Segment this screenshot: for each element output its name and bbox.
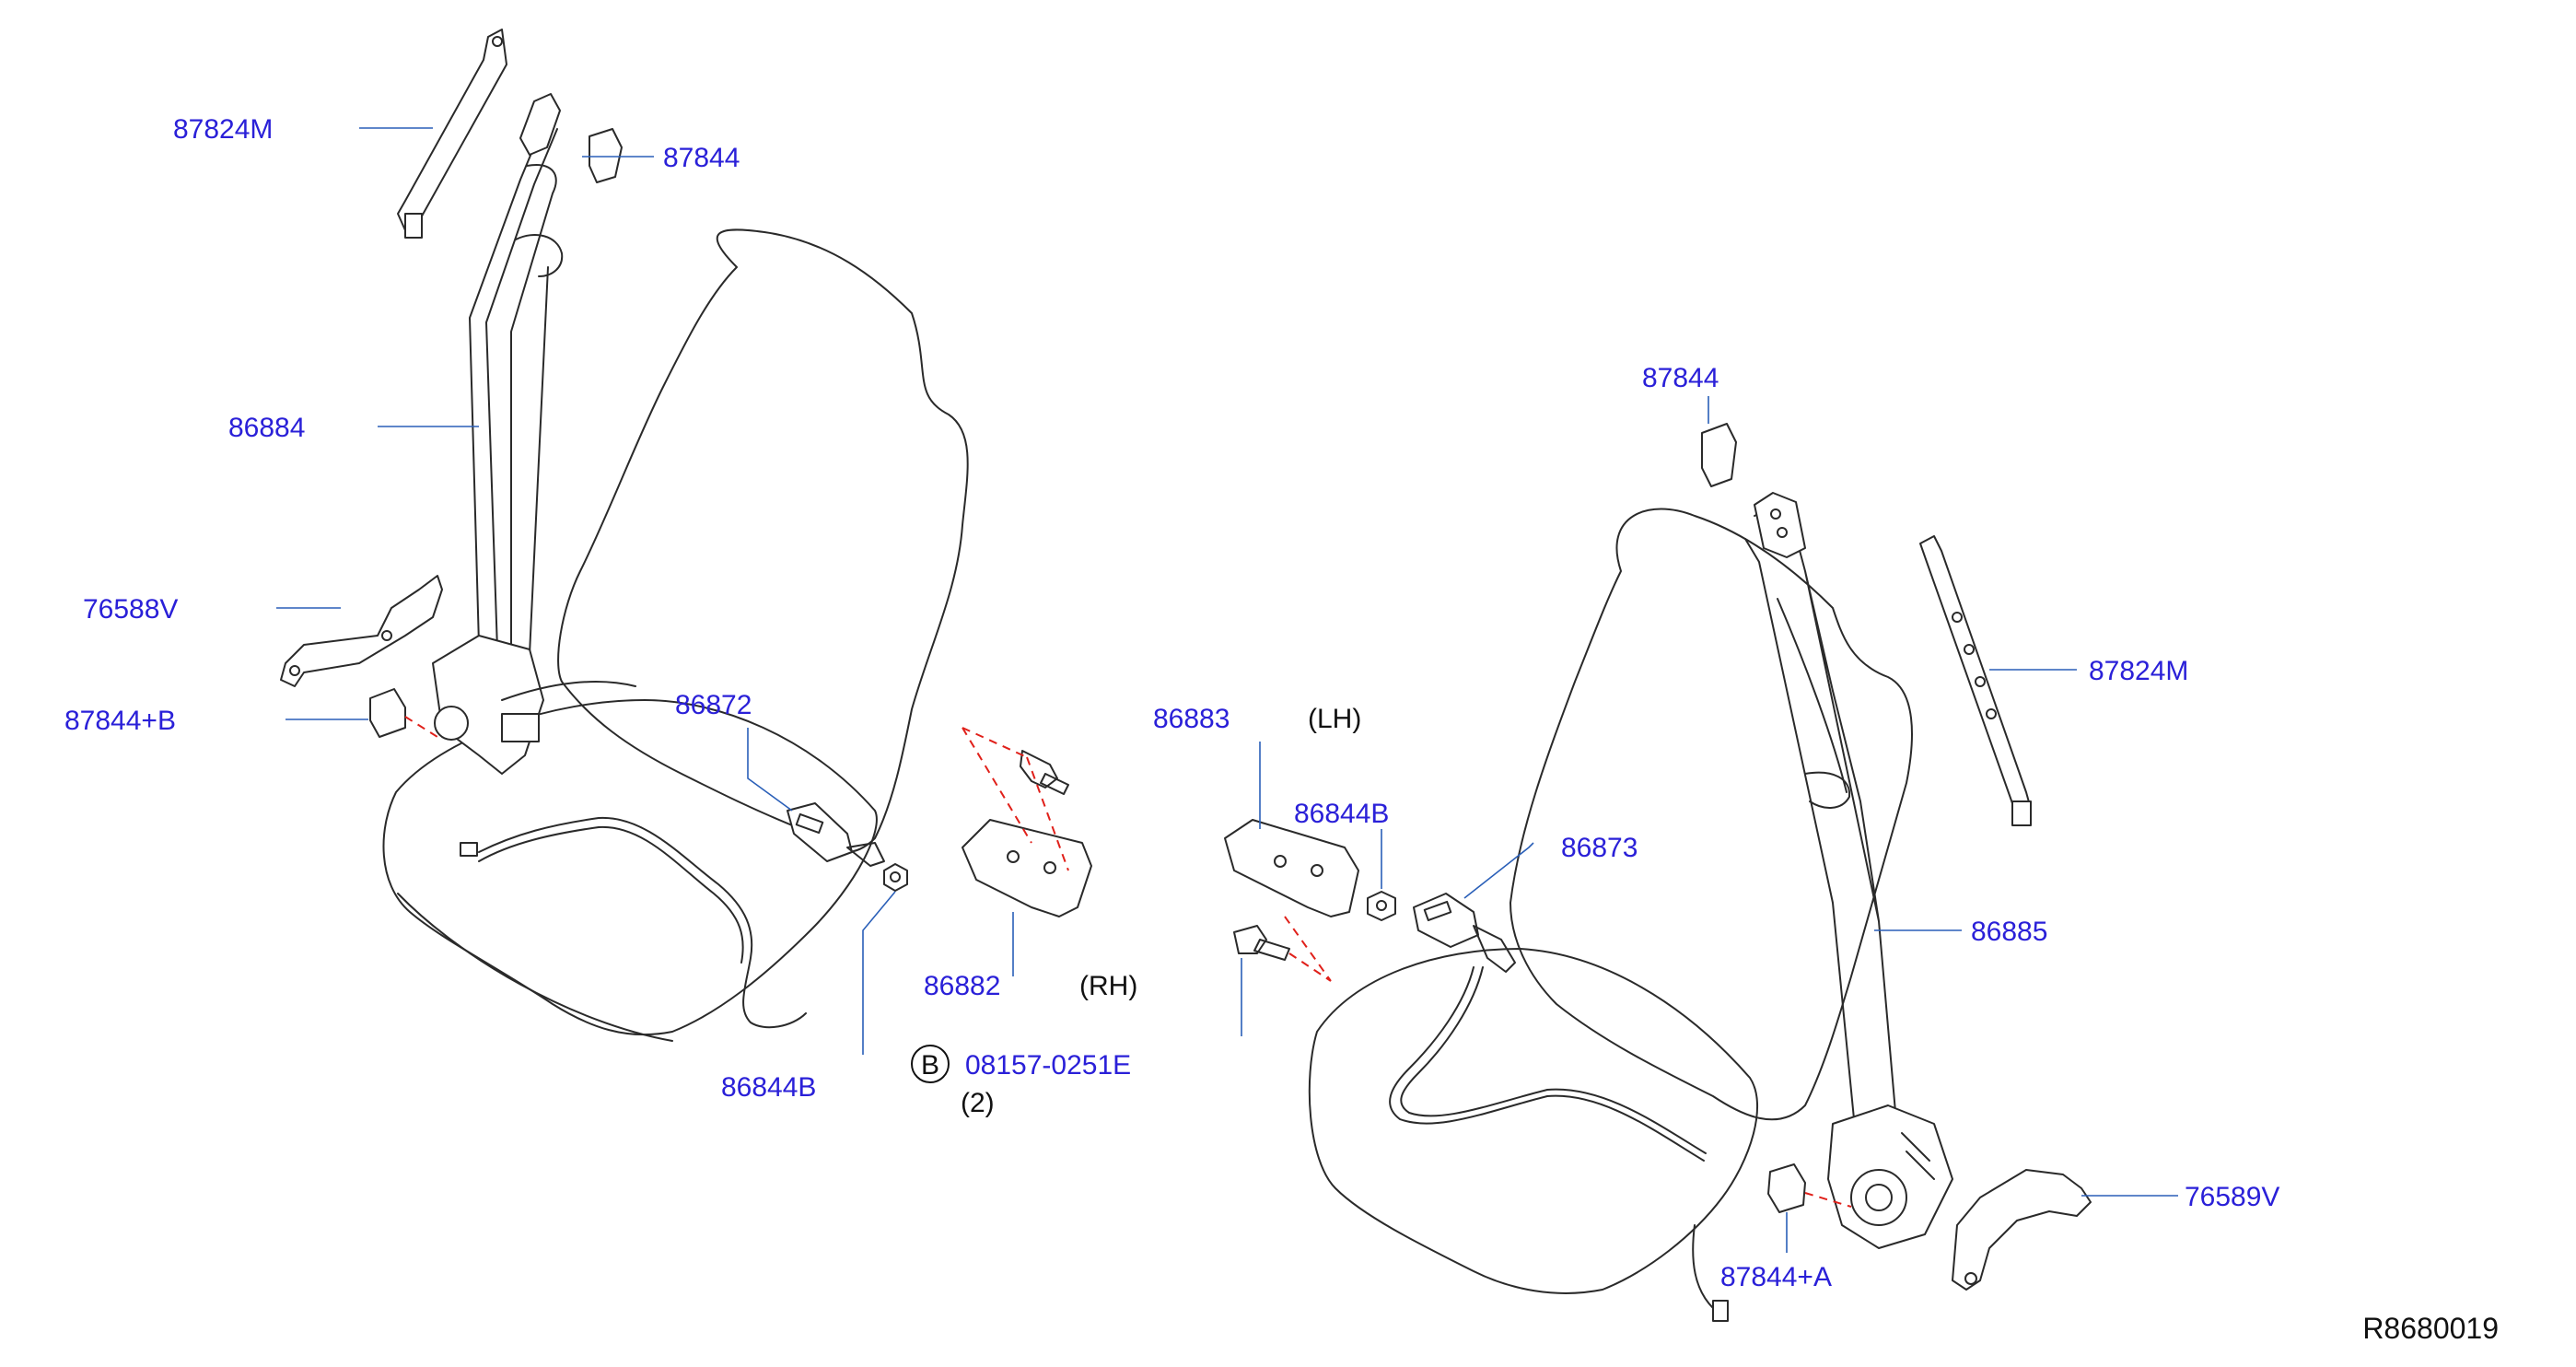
label-87844-right: 87844 — [1642, 363, 1719, 393]
right-belt-guide-loop — [1804, 771, 1851, 809]
right-cover-clip — [2011, 800, 2032, 826]
label-86844b-center: 86844B — [1294, 799, 1389, 829]
left-anchor-cover-clip — [404, 213, 423, 239]
right-harness-connector — [1712, 1300, 1729, 1322]
right-seat-harness — [1389, 966, 1707, 1162]
right-cover-hole-2 — [1964, 644, 1975, 655]
center-nut-hole — [1376, 900, 1387, 911]
rh-bracket-bolt — [1020, 750, 1069, 795]
rh-bolt-guide-lines — [962, 727, 1069, 871]
left-retractor-bracket-part — [280, 575, 443, 687]
left-nut-part — [883, 863, 908, 892]
callout-labels: 87824M 87844 86884 76588V 87844+B 86872 … — [64, 114, 2279, 1292]
left-retractor-latch — [501, 713, 540, 742]
label-87844a: 87844+A — [1720, 1262, 1832, 1292]
bolt-badge-circle — [911, 1045, 950, 1083]
left-bracket-hole-2 — [381, 630, 392, 641]
left-belt-to-seat — [501, 681, 636, 701]
label-86873: 86873 — [1561, 833, 1638, 863]
right-seat-assembly — [1308, 423, 2092, 1322]
label-86872: 86872 — [675, 690, 752, 720]
leader-86872 — [747, 728, 793, 812]
label-lh-note: (LH) — [1308, 704, 1361, 734]
label-86882: 86882 — [924, 971, 1000, 1001]
label-08157-0251e: 08157-0251E — [965, 1050, 1131, 1081]
lh-bolt-guide-lines — [1284, 916, 1332, 982]
left-retractor-spool — [434, 706, 469, 741]
label-rh-note: (RH) — [1079, 971, 1137, 1001]
lh-bracket-hole-1 — [1274, 855, 1287, 868]
label-bolt-badge: B — [921, 1050, 939, 1081]
left-anchor-cover-hole — [492, 36, 503, 47]
label-87824m-right: 87824M — [2089, 656, 2188, 686]
label-87824m-left: 87824M — [173, 114, 273, 145]
right-seat-cushion — [1308, 948, 1758, 1294]
right-cap-guide-line — [1804, 1192, 1852, 1208]
left-upper-anchor — [519, 93, 561, 156]
lh-bracket-hole-2 — [1311, 864, 1323, 877]
right-anchor-hole-2 — [1777, 527, 1788, 538]
right-retractor-ribs — [1901, 1132, 1935, 1180]
left-bracket-hole — [289, 665, 300, 676]
label-87844b: 87844+B — [64, 706, 176, 736]
left-seat-assembly — [280, 29, 969, 1042]
right-retractor-cap-part — [1767, 1163, 1806, 1213]
right-guide-cap-part — [1701, 423, 1737, 487]
rh-bracket-hole-2 — [1043, 861, 1056, 874]
left-seat-cushion — [382, 699, 878, 1036]
lh-buckle-bracket-part — [1224, 819, 1359, 917]
rh-bracket-hole-1 — [1007, 850, 1020, 863]
right-retractor-hub — [1865, 1184, 1893, 1211]
left-buckle-stalk — [846, 842, 885, 867]
right-retractor-bracket-part — [1952, 1169, 2092, 1291]
label-76589v: 76589V — [2185, 1182, 2279, 1212]
label-87844-left: 87844 — [663, 143, 740, 173]
label-86884: 86884 — [228, 413, 305, 443]
center-brackets — [962, 727, 1396, 982]
right-seat-belt-webbing — [1744, 501, 1898, 1139]
lh-bracket-bolt — [1233, 925, 1290, 961]
left-harness-connector — [460, 842, 478, 857]
right-upper-anchor — [1754, 492, 1806, 558]
left-seat-harness — [478, 816, 807, 1029]
label-86885: 86885 — [1971, 917, 2047, 947]
right-cover-hole-1 — [1952, 612, 1963, 623]
center-nut-part — [1367, 891, 1396, 921]
diagram-reference-code: R8680019 — [2362, 1312, 2499, 1345]
right-bracket-hole — [1964, 1272, 1977, 1285]
left-nut-hole — [890, 871, 901, 882]
left-buckle-slot — [795, 812, 824, 835]
right-anchor-cover-part — [1919, 535, 2032, 816]
right-retractor-spool — [1850, 1169, 1907, 1226]
left-anchor-cover-part — [397, 29, 507, 231]
label-bolt-qty: (2) — [961, 1088, 995, 1118]
label-86883: 86883 — [1153, 704, 1230, 734]
right-buckle-slot — [1423, 900, 1452, 922]
left-retractor-cap-part — [369, 688, 406, 738]
left-cap-guide-line — [404, 716, 438, 738]
leader-86873 — [1463, 842, 1534, 899]
label-76588v: 76588V — [83, 594, 178, 625]
left-seat-belt-webbing — [469, 123, 558, 655]
right-cover-hole-3 — [1975, 676, 1986, 687]
leader-lines — [276, 127, 2178, 1253]
left-cushion-contour — [397, 893, 673, 1042]
right-anchor-hole-1 — [1770, 508, 1781, 520]
leader-86844b-left — [862, 891, 896, 1055]
right-buckle-stalk — [1473, 925, 1516, 973]
left-belt-guide-loop — [515, 234, 564, 277]
left-retractor — [432, 635, 544, 775]
left-seat-back — [557, 228, 969, 854]
right-seat-back — [1509, 508, 1913, 1121]
left-guide-cap-part — [589, 128, 623, 183]
right-cover-hole-4 — [1986, 708, 1997, 719]
right-harness-drop — [1692, 1224, 1714, 1309]
label-86844b-left: 86844B — [721, 1072, 816, 1103]
